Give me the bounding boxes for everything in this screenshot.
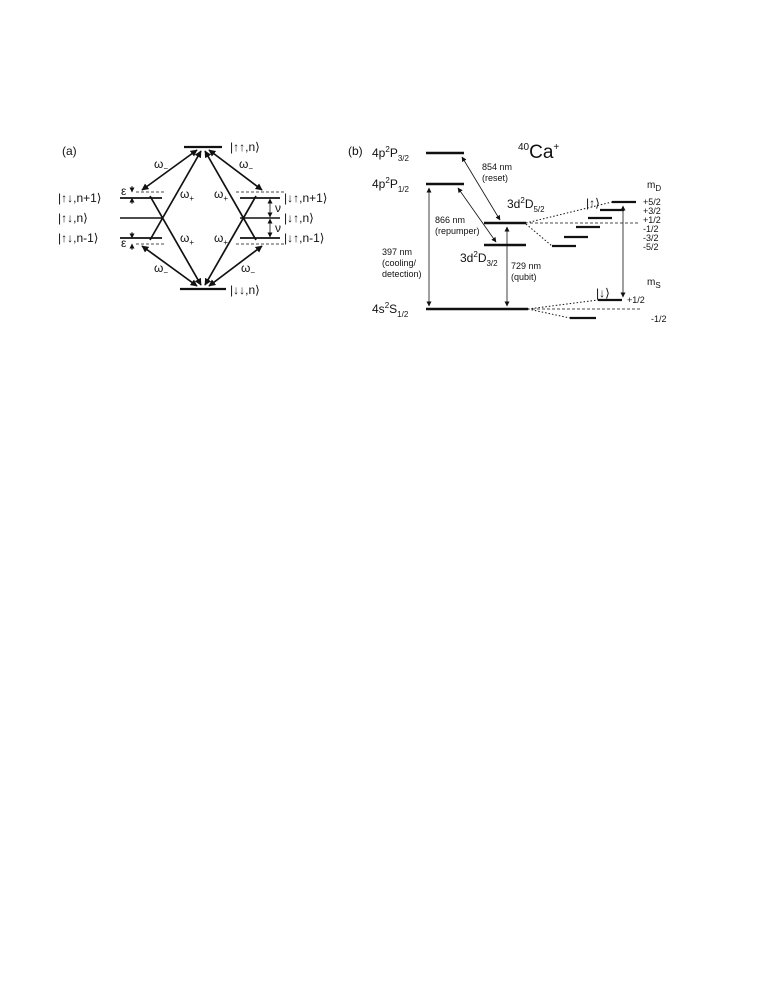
state-label-downup-nm1: |↓↑,n-1⟩ — [284, 231, 324, 245]
epsilon-label-upper: ε — [121, 184, 127, 198]
qubit-up-label: |↑⟩ — [586, 196, 600, 210]
mS-value-0: +1/2 — [627, 295, 645, 305]
panel-a: (a) — [58, 140, 328, 297]
t729-note: (qubit) — [511, 272, 537, 282]
omega-labels: ω− ω− ω− ω− ω+ ω+ ω+ ω+ — [154, 157, 255, 277]
zeeman-fan-bottom-d — [525, 223, 553, 247]
panel-b-transitions — [426, 156, 626, 307]
state-label-downup-n: |↓↑,n⟩ — [284, 211, 314, 225]
transition-866nm — [457, 187, 497, 243]
omega-minus-arrow-upper-left — [141, 149, 198, 191]
state-label-upup: |↑↑,n⟩ — [230, 140, 260, 154]
state-label-downup-np1: |↓↑,n+1⟩ — [284, 191, 328, 205]
omega-plus-arrow-left-up — [149, 150, 202, 241]
mS-label: mS — [647, 277, 661, 290]
zeeman-d52 — [525, 200, 640, 248]
mD-value-4: -3/2 — [643, 233, 659, 243]
panel-a-levels — [120, 145, 284, 291]
label-p12: 4p2P1/2 — [372, 176, 410, 194]
omega-minus-label-lr: ω− — [241, 261, 255, 277]
omega-plus-arrow-left-down — [149, 195, 202, 286]
label-s12: 4s2S1/2 — [372, 301, 409, 319]
omega-minus-arrow-lower-left — [141, 245, 198, 287]
mD-value-0: +5/2 — [643, 197, 661, 207]
t397-note-1: (cooling/ — [382, 258, 417, 268]
t854-note: (reset) — [482, 173, 508, 183]
omega-plus-arrow-right-down — [204, 195, 257, 286]
state-label-updown-np1: |↑↓,n+1⟩ — [58, 191, 102, 205]
zeeman-s12 — [527, 298, 642, 320]
mD-value-1: +3/2 — [643, 206, 661, 216]
omega-plus-label-lr: ω+ — [214, 231, 228, 247]
t854-nm: 854 nm — [482, 162, 512, 172]
nu-label-lower: ν — [275, 221, 281, 235]
state-label-updown-n: |↑↓,n⟩ — [58, 211, 88, 225]
omega-minus-arrow-lower-right — [208, 245, 263, 287]
zeeman-fan-top-d — [525, 201, 613, 224]
omega-plus-arrow-right-up — [204, 150, 257, 241]
omega-plus-label-ul: ω+ — [180, 187, 194, 203]
zeeman-fan-bottom-s — [527, 308, 571, 319]
panel-a-transitions — [141, 149, 263, 287]
omega-minus-label-ll: ω− — [154, 261, 168, 277]
omega-plus-label-ll: ω+ — [180, 231, 194, 247]
transition-labels: 854 nm (reset) 866 nm (repumper) 397 nm … — [382, 162, 541, 282]
omega-minus-label-ur: ω− — [239, 157, 253, 173]
omega-minus-label-ul: ω− — [154, 157, 168, 173]
label-d32: 3d2D3/2 — [460, 250, 498, 268]
qubit-down-label: |↓⟩ — [596, 286, 610, 300]
label-p32: 4p2P3/2 — [372, 145, 410, 163]
panel-b-label: (b) — [348, 144, 363, 158]
nu-label-upper: ν — [275, 201, 281, 215]
panel-b: (b) 40Ca+ 4p2P3/2 4p2P1/2 3d2D5/2 3d2D3/… — [348, 142, 667, 324]
m-quantum-labels: mD +5/2 +3/2 +1/2 -1/2 -3/2 -5/2 mS +1/2… — [586, 180, 667, 324]
mD-label: mD — [647, 180, 661, 193]
mD-value-3: -1/2 — [643, 224, 659, 234]
ion-title: 40Ca+ — [518, 142, 559, 163]
state-label-downdown: |↓↓,n⟩ — [230, 283, 260, 297]
t866-nm: 866 nm — [435, 215, 465, 225]
level-names: 4p2P3/2 4p2P1/2 3d2D5/2 3d2D3/2 4s2S1/2 — [372, 145, 545, 319]
t866-note: (repumper) — [435, 226, 480, 236]
mD-value-2: +1/2 — [643, 215, 661, 225]
label-d52: 3d2D5/2 — [507, 196, 545, 214]
t397-nm: 397 nm — [382, 247, 412, 257]
panel-a-label: (a) — [62, 144, 77, 158]
epsilon-label-lower: ε — [121, 236, 127, 250]
mS-value-1: -1/2 — [651, 314, 667, 324]
t397-note-2: detection) — [382, 269, 422, 279]
zeeman-fan-top-s — [527, 299, 599, 310]
omega-plus-label-ur: ω+ — [214, 187, 228, 203]
t729-nm: 729 nm — [511, 261, 541, 271]
detuning-markers: ε ε ν ν — [121, 184, 281, 250]
state-label-updown-nm1: |↑↓,n-1⟩ — [58, 231, 98, 245]
omega-minus-arrow-upper-right — [208, 149, 263, 191]
mD-value-5: -5/2 — [643, 242, 659, 252]
state-labels: |↑↑,n⟩ |↓↓,n⟩ |↑↓,n+1⟩ |↑↓,n⟩ |↑↓,n-1⟩ |… — [58, 140, 328, 297]
